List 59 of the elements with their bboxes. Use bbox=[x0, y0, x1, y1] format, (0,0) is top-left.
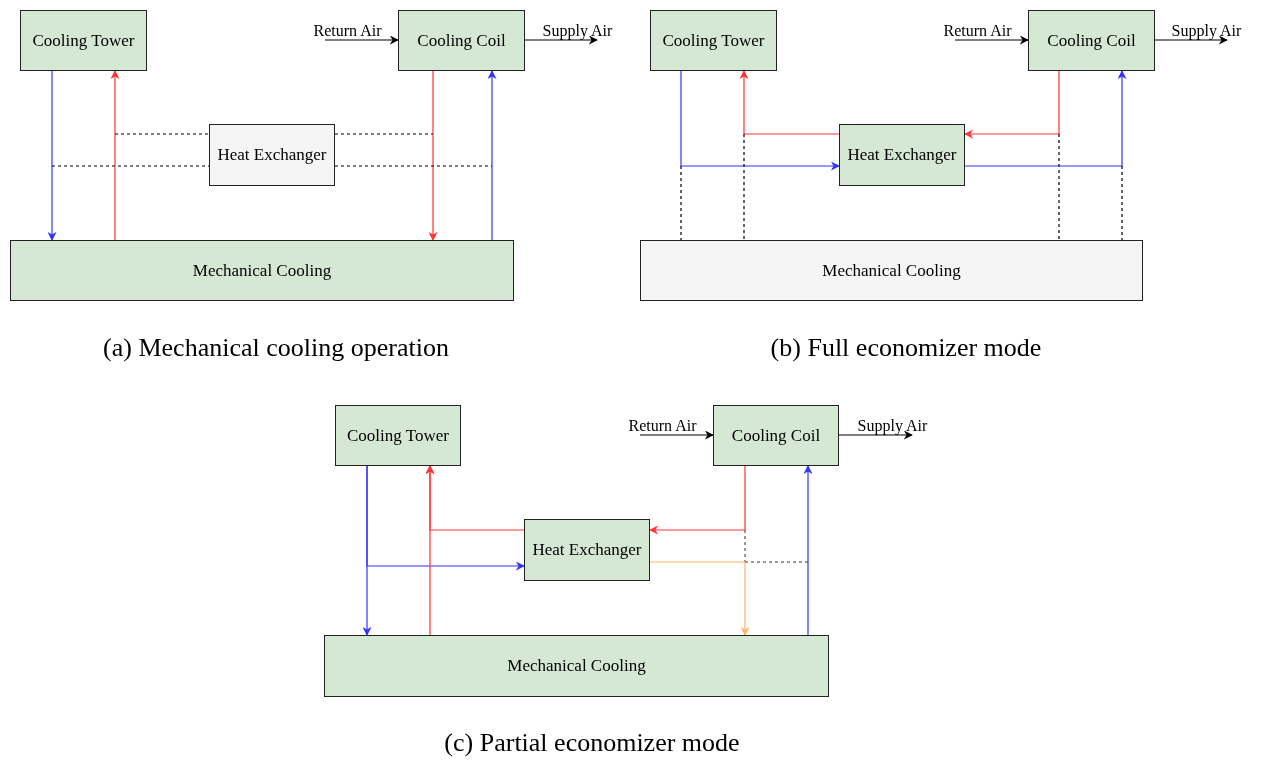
process-box bbox=[713, 405, 839, 466]
box-label: Cooling Coil bbox=[1047, 30, 1136, 51]
figure-caption: (c) Partial economizer mode bbox=[444, 728, 740, 758]
box-label: Cooling Tower bbox=[32, 30, 135, 51]
pipe-arrow bbox=[428, 70, 438, 241]
pipe-arrow bbox=[47, 70, 57, 241]
pipe-arrow bbox=[639, 430, 714, 440]
pipe-arrow bbox=[487, 70, 497, 241]
pipe-arrow bbox=[425, 465, 525, 531]
box-label: Cooling Coil bbox=[731, 425, 821, 446]
dashed-pipe-line bbox=[1121, 165, 1123, 241]
process-box bbox=[335, 405, 461, 466]
box-label: Cooling Coil bbox=[417, 30, 506, 51]
flow-label: Supply Air bbox=[1171, 23, 1242, 39]
dashed-pipe-line bbox=[114, 133, 210, 135]
pipe-arrow bbox=[110, 70, 120, 241]
process-box bbox=[10, 240, 514, 301]
dashed-pipe-line bbox=[334, 133, 434, 135]
process-box bbox=[1028, 10, 1155, 71]
pipe-arrow bbox=[324, 35, 399, 45]
box-label: Mechanical Cooling bbox=[192, 260, 332, 281]
pipe-arrow bbox=[964, 70, 1060, 139]
process-box bbox=[20, 10, 147, 71]
pipe-arrow bbox=[649, 561, 750, 636]
pipe-arrow bbox=[954, 35, 1029, 45]
dashed-pipe-line bbox=[334, 165, 493, 167]
dashed-pipe-line bbox=[1058, 133, 1060, 241]
figure-caption: (a) Mechanical cooling operation bbox=[103, 333, 449, 363]
box-label: Heat Exchanger bbox=[217, 145, 327, 165]
flow-label: Return Air bbox=[943, 23, 1012, 39]
pipe-arrow bbox=[739, 70, 840, 135]
pipe-arrow bbox=[1154, 35, 1228, 45]
process-box bbox=[650, 10, 777, 71]
flow-label: Return Air bbox=[628, 418, 697, 434]
process-box bbox=[209, 124, 335, 186]
box-label: Mechanical Cooling bbox=[822, 260, 961, 281]
box-label: Mechanical Cooling bbox=[507, 656, 646, 676]
pipe-arrow bbox=[838, 430, 913, 440]
box-label: Cooling Tower bbox=[662, 30, 765, 51]
pipe-arrow bbox=[803, 465, 813, 636]
box-label: Heat Exchanger bbox=[847, 145, 957, 165]
box-label: Heat Exchanger bbox=[532, 540, 642, 560]
figure-caption: (b) Full economizer mode bbox=[770, 333, 1042, 363]
process-box bbox=[398, 10, 525, 71]
pipe-arrow bbox=[366, 465, 525, 571]
pipe-arrow bbox=[680, 70, 840, 171]
process-box bbox=[524, 519, 650, 581]
pipe-arrow bbox=[649, 465, 746, 535]
process-box bbox=[640, 240, 1143, 301]
dashed-pipe-line bbox=[743, 133, 745, 241]
process-box bbox=[839, 124, 965, 186]
process-box bbox=[324, 635, 829, 697]
flow-label: Supply Air bbox=[857, 418, 928, 434]
pipe-arrow bbox=[524, 35, 598, 45]
dashed-pipe-line bbox=[680, 165, 682, 241]
flow-label: Supply Air bbox=[542, 23, 613, 39]
box-label: Cooling Tower bbox=[347, 425, 449, 446]
flow-label: Return Air bbox=[313, 23, 382, 39]
pipe-arrow bbox=[964, 70, 1127, 167]
